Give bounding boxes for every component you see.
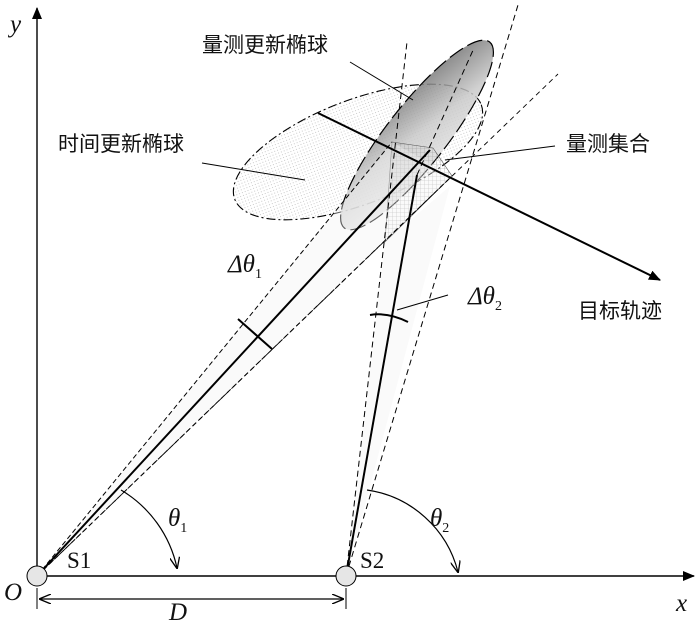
measurement-update-ellipse [340, 39, 494, 231]
theta2-label: θ2 [430, 505, 449, 536]
dtheta2-symbol: Δθ [467, 283, 495, 310]
leader-measurement-update [349, 61, 414, 101]
theta2-arc [366, 489, 458, 572]
dtheta1-arc [237, 318, 273, 350]
dtheta1-symbol: Δθ [227, 251, 255, 278]
theta1-subscript: 1 [180, 521, 187, 536]
target-trajectory-label: 目标轨迹 [578, 299, 662, 323]
measurement-update-ellipsoid-label: 量测更新椭球 [202, 33, 328, 57]
theta1-arc [120, 489, 177, 568]
theta1-label: θ1 [168, 505, 187, 536]
leader-measurement-set [444, 145, 556, 161]
time-update-ellipsoid-label: 时间更新椭球 [58, 132, 184, 156]
s1-inner-dashed [36, 141, 393, 577]
theta2-symbol: θ [430, 505, 442, 532]
dtheta2-subscript: 2 [495, 299, 502, 314]
s1-sensor-marker [26, 565, 48, 587]
s2-bearing-continuation [416, 47, 475, 176]
dtheta2-arc [369, 313, 409, 323]
dtheta1-subscript: 1 [255, 267, 262, 282]
dtheta1-label: Δθ1 [227, 251, 262, 282]
measurement-set-label: 量测集合 [566, 132, 650, 156]
baseline-label: D [168, 599, 187, 624]
leader-dtheta2 [396, 294, 449, 311]
sector-s1-fill [37, 142, 452, 576]
s1-label: S1 [67, 548, 91, 573]
s1-bearing-line [36, 149, 431, 577]
dtheta2-label: Δθ2 [467, 283, 502, 314]
theta1-symbol: θ [168, 505, 180, 532]
target-trajectory-line [317, 112, 661, 281]
theta2-subscript: 2 [442, 521, 449, 536]
leader-time-update [201, 162, 306, 181]
sector-s2-fill [346, 186, 450, 576]
y-axis-label: y [7, 11, 22, 38]
origin-label: O [4, 579, 22, 606]
s2-sensor-marker [335, 565, 357, 587]
x-axis-label: x [675, 590, 687, 617]
s2-bearing-line [345, 174, 418, 577]
s2-label: S2 [360, 548, 384, 573]
